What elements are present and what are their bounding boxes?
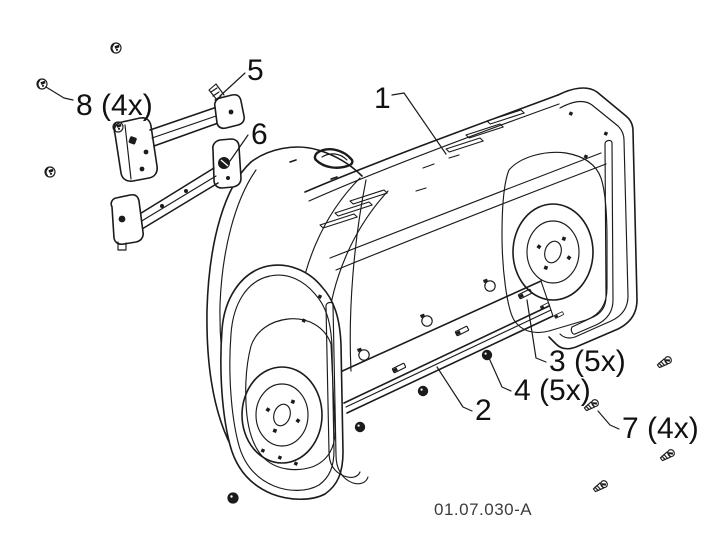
housing-top-panel: [289, 94, 607, 271]
right-bearing-hub: [512, 203, 594, 301]
drawing-number: 01.07.030-A: [434, 500, 532, 519]
nut-icon: [44, 166, 56, 178]
drum-opening: [313, 148, 354, 169]
mounting-bracket-lower: [110, 138, 242, 251]
auger-housing: [206, 87, 638, 501]
callout-8-label: 8 (4x): [76, 89, 153, 122]
leader-1: [391, 92, 447, 155]
callout-5-label: 5: [247, 54, 264, 87]
callout-2-label: 2: [475, 394, 492, 427]
screw-icon: [591, 478, 610, 494]
callout-1-label: 1: [374, 82, 391, 115]
leader-5: [219, 72, 246, 97]
callout-3-label: 3 (5x): [549, 345, 626, 378]
callout-4-label: 4 (5x): [514, 374, 591, 407]
leader-4: [488, 357, 512, 392]
screw-icon: [658, 447, 677, 463]
leader-2: [436, 366, 473, 412]
housing-left-panel: [220, 264, 369, 501]
housing-right-panel: [501, 87, 638, 350]
bolt-head-icon: [417, 385, 429, 397]
carriage-bolts: [227, 349, 493, 504]
screw-icon: [655, 354, 674, 370]
bolt-holes: [357, 278, 496, 361]
bolt-head-icon: [481, 349, 493, 361]
leader-3: [526, 299, 547, 363]
nut-icon: [110, 42, 122, 54]
leader-8: [45, 86, 74, 101]
callouts: 8 (4x) 5 6 1 3 (5x) 4 (5x) 2 7 (4x): [45, 54, 699, 445]
callout-7-label: 7 (4x): [622, 412, 699, 445]
bolt-head-icon: [354, 421, 366, 433]
leader-7: [597, 410, 620, 430]
callout-6-label: 6: [251, 118, 268, 151]
mounting-bracket-upper: [113, 83, 245, 182]
bolt-head-icon: [227, 492, 239, 504]
leader-6: [229, 134, 249, 162]
nut-icon: [36, 78, 48, 90]
